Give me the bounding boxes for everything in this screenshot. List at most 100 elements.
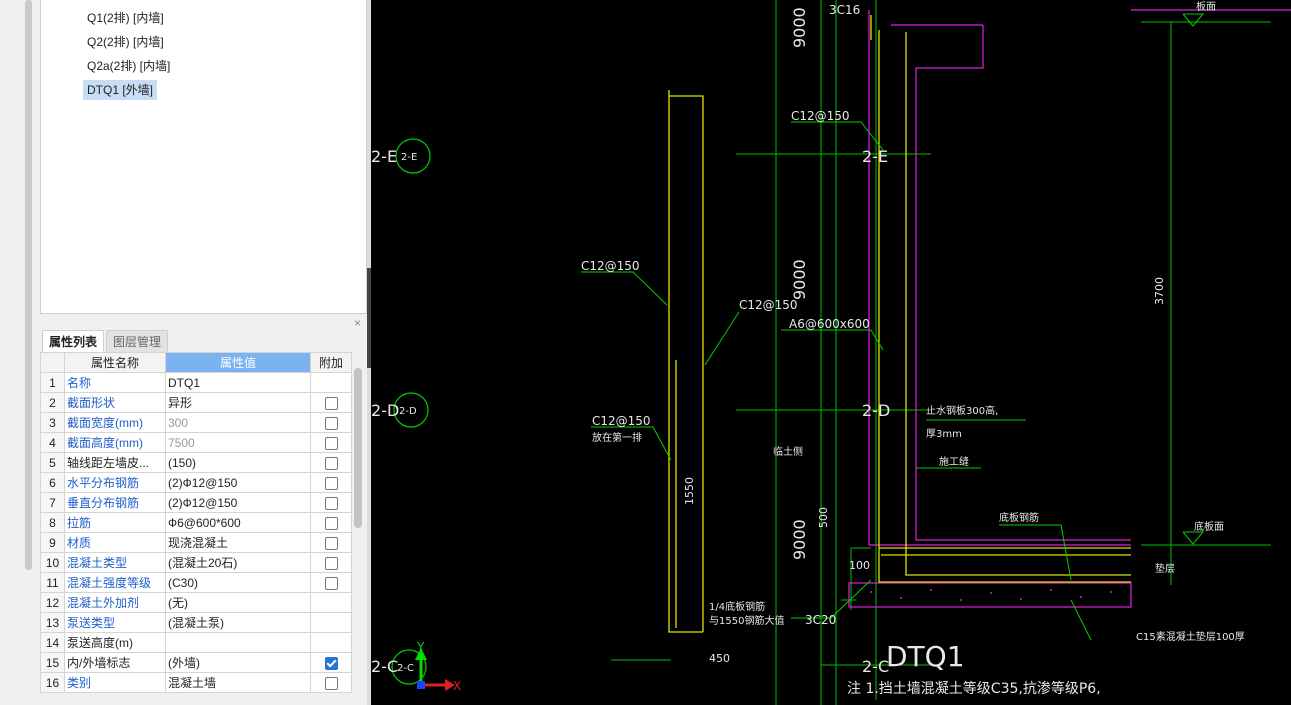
prop-extra [310, 612, 352, 633]
note-thickness: 厚3mm [926, 428, 962, 440]
splitter-grip[interactable] [367, 268, 371, 368]
note-waterstop: 止水钢板300高, [926, 404, 998, 417]
drawing-note: 注 1.挡土墙混凝土等级C35,抗渗等级P6, [847, 680, 1101, 697]
wall-outline [848, 9, 1291, 608]
extra-checkbox[interactable] [324, 496, 338, 510]
tab-layer-management[interactable]: 图层管理 [106, 330, 169, 353]
col-header-value[interactable]: 属性值 [165, 352, 311, 373]
ucs-x-label: X [453, 679, 461, 693]
prop-extra [310, 392, 352, 413]
extra-checkbox[interactable] [324, 536, 338, 550]
prop-value[interactable]: (无) [165, 592, 311, 613]
prop-value[interactable]: (2)Ф12@150 [165, 472, 311, 493]
note-slab-rebar: 底板钢筋 [999, 511, 1039, 524]
extra-checkbox[interactable] [324, 476, 338, 490]
prop-value[interactable]: 7500 [165, 432, 311, 453]
extra-checkbox[interactable] [324, 556, 338, 570]
rebar-lines [668, 15, 1131, 633]
row-number: 11 [40, 572, 65, 593]
extra-checkbox[interactable] [324, 576, 338, 590]
tree-item-dtq1[interactable]: DTQ1 [外墙] [83, 80, 158, 100]
dim-100: 100 [849, 559, 870, 572]
tree-item-q2[interactable]: Q2(2排) [内墙] [87, 35, 164, 49]
ucs-y-label: Y [416, 640, 425, 654]
dim-9000-top: 9000 [790, 7, 809, 48]
prop-value[interactable]: (外墙) [165, 652, 311, 673]
prop-value[interactable]: DTQ1 [165, 372, 311, 393]
prop-value[interactable]: (150) [165, 452, 311, 473]
prop-value[interactable]: 异形 [165, 392, 311, 413]
axis-label-group: 2-E 2-D 2-C 2-E 2-D 2-C [371, 147, 890, 676]
col-header-index [40, 352, 65, 373]
dimension-group: 9000 9000 9000 [790, 7, 809, 560]
rebar-3c16: 3C16 [829, 3, 860, 17]
rebar-c12-b: C12@150 [739, 298, 798, 312]
note-quarter-rebar: 1/4底板钢筋 [709, 600, 765, 613]
note-construction-joint: 施工缝 [939, 455, 969, 468]
prop-name: 水平分布钢筋 [64, 472, 166, 493]
prop-name: 垂直分布钢筋 [64, 492, 166, 513]
tree-item-q1[interactable]: Q1(2排) [内墙] [87, 11, 164, 25]
axis-lines [611, 0, 1271, 705]
note-cushion: 垫层 [1155, 562, 1175, 575]
prop-name: 泵送高度(m) [64, 632, 166, 653]
prop-extra [310, 372, 352, 393]
prop-value[interactable]: (C30) [165, 572, 311, 593]
extra-checkbox[interactable] [324, 436, 338, 450]
row-number: 4 [40, 432, 65, 453]
prop-value[interactable]: Ф6@600*600 [165, 512, 311, 533]
tree-item-q2a[interactable]: Q2a(2排) [内墙] [87, 59, 171, 73]
close-icon[interactable]: × [353, 316, 361, 330]
extra-checkbox[interactable] [324, 416, 338, 430]
prop-value[interactable]: 300 [165, 412, 311, 433]
prop-value[interactable]: (2)Ф12@150 [165, 492, 311, 513]
prop-name: 材质 [64, 532, 166, 553]
row-number: 6 [40, 472, 65, 493]
prop-value[interactable] [165, 632, 311, 653]
prop-value[interactable]: 混凝土墙 [165, 672, 311, 693]
prop-value[interactable]: (混凝土泵) [165, 612, 311, 633]
prop-value[interactable]: (混凝土20石) [165, 552, 311, 573]
prop-extra [310, 492, 352, 513]
row-number: 15 [40, 652, 65, 673]
properties-scrollbar[interactable] [354, 368, 362, 528]
rebar-3c20: 3C20 [805, 613, 836, 627]
cad-drawing-canvas[interactable]: 2-E 2-D 2-C 2-E 2-D 2-C 2-E 2-D 2-C 9000… [371, 0, 1291, 705]
extra-checkbox[interactable] [324, 456, 338, 470]
extra-checkbox[interactable] [324, 516, 338, 530]
extra-checkbox[interactable] [324, 396, 338, 410]
extra-checkbox[interactable] [324, 676, 338, 690]
tab-property-list[interactable]: 属性列表 [42, 330, 105, 353]
axis-label-2d: 2-D [371, 401, 399, 420]
dim-450: 450 [709, 652, 730, 665]
prop-name: 截面形状 [64, 392, 166, 413]
extra-checkbox-checked[interactable] [324, 656, 338, 670]
rebar-a6: A6@600x600 [789, 317, 870, 331]
prop-extra [310, 572, 352, 593]
prop-extra [310, 432, 352, 453]
rebar-c12-a: C12@150 [581, 259, 640, 273]
bubble-label-2c: 2-C [397, 663, 414, 674]
left-scrollbar[interactable] [25, 0, 32, 570]
note-group: 止水钢板300高, 厚3mm 施工缝 底板钢筋 底板面 板面 临土侧 1/4底板… [592, 0, 1245, 643]
prop-value[interactable]: 现浇混凝土 [165, 532, 311, 553]
cad-drawing: 2-E 2-D 2-C 2-E 2-D 2-C 2-E 2-D 2-C 9000… [371, 0, 1291, 705]
component-tree-panel: Q1(2排) [内墙] Q2(2排) [内墙] Q2a(2排) [内墙] DTQ… [40, 0, 367, 314]
prop-name: 内/外墙标志 [64, 652, 166, 673]
